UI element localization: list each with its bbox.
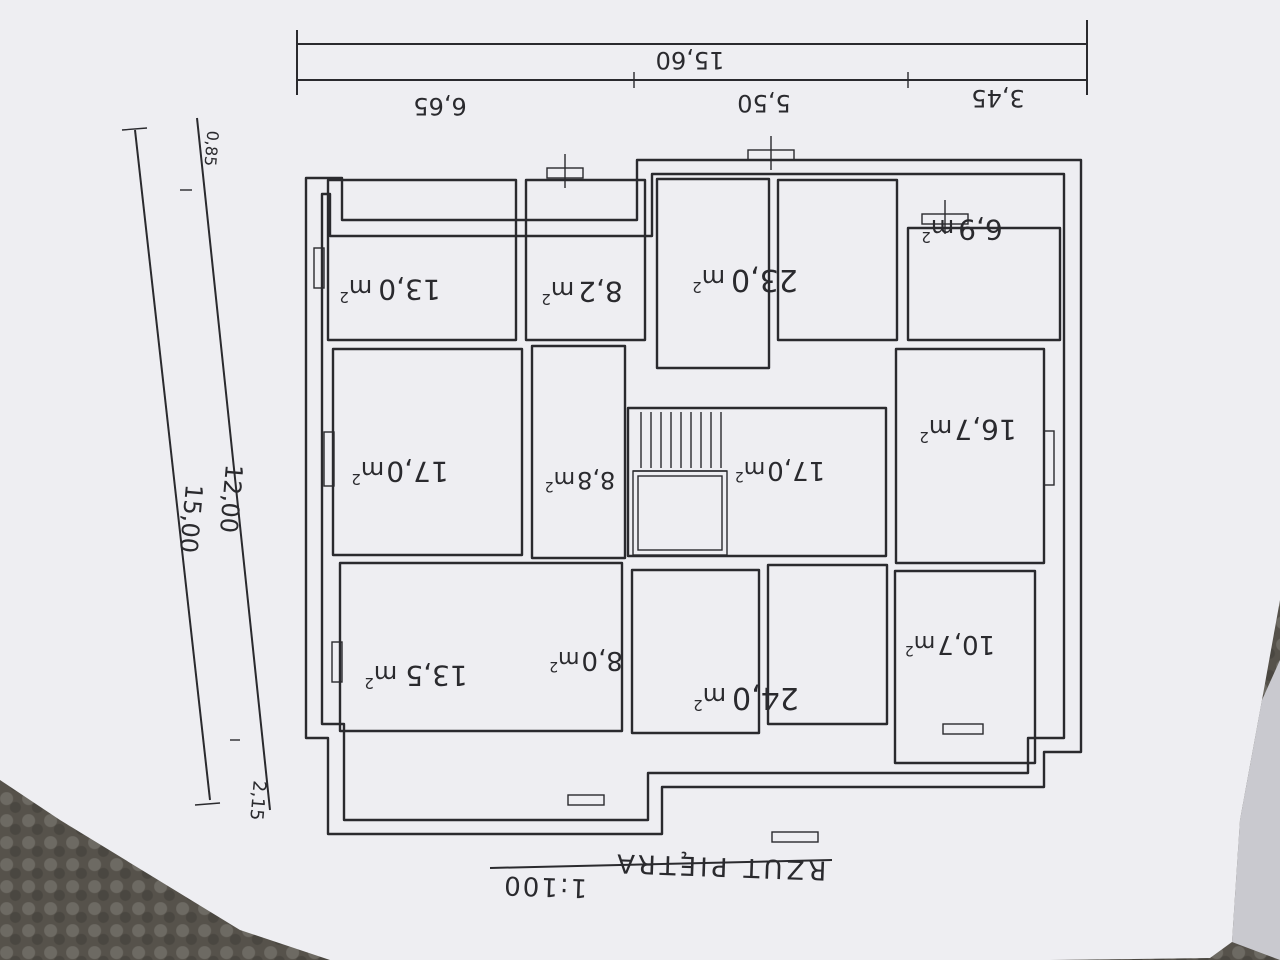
room-area-r9: 13,5m2 — [364, 659, 467, 692]
window-bottom-3 — [771, 831, 819, 843]
room-labels: 13,0m2 8,2m2 23,0m2 6,9m2 17,0m2 8,8m2 1… — [339, 213, 1016, 715]
dim-segment-3: 3,45 — [971, 84, 1024, 112]
room-area-r1: 13,0m2 — [339, 273, 440, 306]
floor-plan-drawing — [121, 20, 1088, 869]
window-bottom-2 — [567, 794, 605, 806]
window-top-right — [747, 136, 795, 170]
dim-total-height: 15,00 — [174, 483, 208, 554]
title-scale: 1:100 — [502, 870, 588, 903]
drawing-title: RZUT PIĘTRA 1:100 — [502, 847, 827, 902]
room-area-r10: 8,0m2 — [549, 645, 623, 675]
dim-top-offset: 0,85 — [200, 130, 222, 167]
window-bottom-1 — [942, 723, 984, 735]
window-left-1 — [1043, 430, 1055, 486]
window-right-3 — [313, 247, 325, 289]
room-area-r12: 10,7m2 — [905, 629, 995, 659]
room-area-r7: 17,0m2 — [735, 455, 825, 485]
dim-segment-2: 5,50 — [737, 89, 790, 117]
room-outlines — [326, 177, 1062, 765]
dimension-lines — [121, 20, 1088, 869]
outer-walls — [304, 158, 1083, 836]
window-top-left — [546, 154, 584, 188]
room-area-r6: 8,8m2 — [545, 466, 616, 494]
window-top-mid — [921, 200, 969, 234]
room-area-r4: 6,9m2 — [921, 213, 1002, 246]
room-area-r2: 8,2m2 — [541, 275, 622, 308]
window-right-2 — [323, 431, 335, 487]
window-right-1 — [331, 641, 343, 683]
paper-shadow — [1232, 660, 1280, 960]
title-text: RZUT PIĘTRA — [613, 847, 827, 884]
room-area-r11: 24,0m2 — [693, 680, 799, 715]
windows — [313, 136, 1055, 843]
room-area-r5: 17,0m2 — [351, 455, 448, 488]
stair-treads — [633, 412, 727, 472]
dim-total-width: 15,60 — [656, 46, 725, 74]
room-area-r3: 23,0m2 — [692, 262, 798, 297]
room-area-r8: 16,7m2 — [919, 413, 1016, 446]
dim-bottom-offset: 2,15 — [245, 780, 269, 822]
dimension-labels: 15,60 6,65 5,50 3,45 15,00 12,00 0,85 2,… — [174, 46, 1025, 821]
dim-segment-1: 6,65 — [413, 92, 466, 120]
dim-inner-height: 12,00 — [214, 463, 248, 534]
